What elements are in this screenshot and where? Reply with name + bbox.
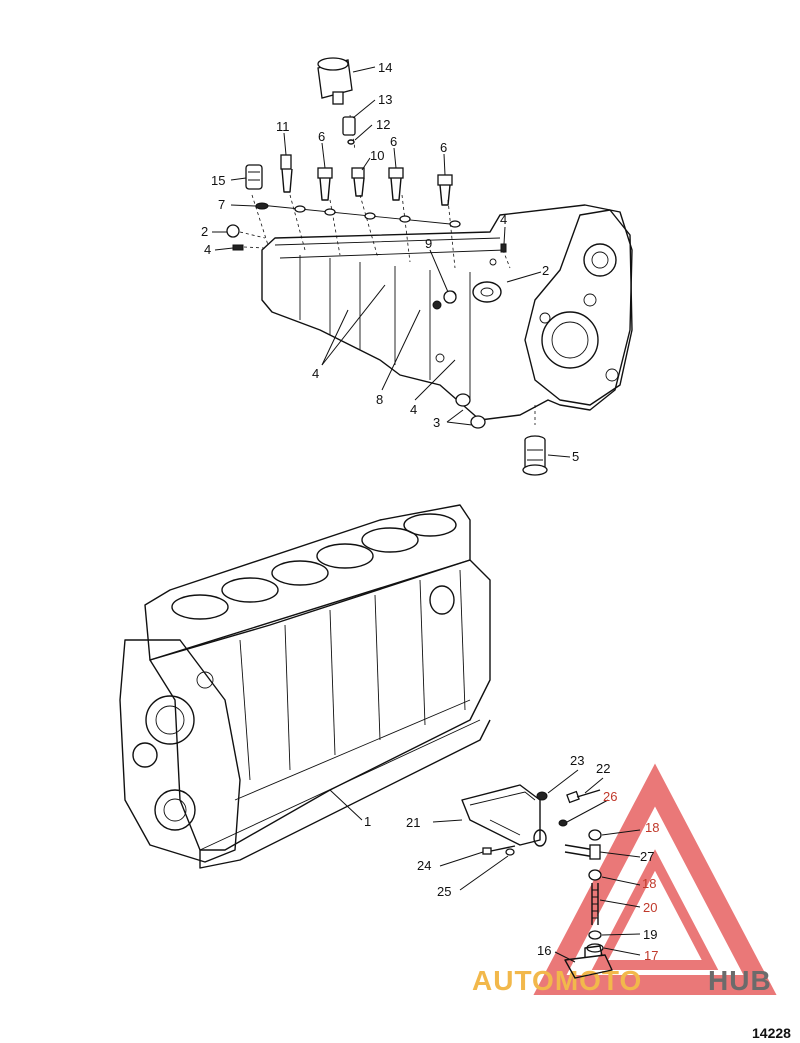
callout-4-lower-left: 4 <box>312 366 319 381</box>
plug-4-left <box>232 244 266 251</box>
watermark-triangle-logo <box>533 763 777 995</box>
callout-5: 5 <box>572 449 579 464</box>
block-side-ribs <box>239 569 466 781</box>
filter-adapter-5 <box>522 435 548 476</box>
fitting-9 <box>443 290 457 304</box>
sender-15 <box>245 164 263 190</box>
sensor-6b <box>388 167 404 201</box>
callout-17: 17 <box>644 948 658 963</box>
callout-21: 21 <box>406 815 420 830</box>
callout-15: 15 <box>211 173 225 188</box>
callout-14: 14 <box>378 60 392 75</box>
callout-4-lower: 4 <box>410 402 417 417</box>
bolt-22 <box>566 789 601 804</box>
callout-11: 11 <box>276 119 290 134</box>
callout-18b: 18 <box>642 876 656 891</box>
callout-13: 13 <box>378 92 392 107</box>
engine-block <box>119 504 491 869</box>
callout-12: 12 <box>376 117 390 132</box>
nut-23 <box>536 791 548 801</box>
callout-3: 3 <box>433 415 440 430</box>
callout-16: 16 <box>537 943 551 958</box>
callout-6c: 6 <box>440 140 447 155</box>
spacer-27 <box>564 844 601 860</box>
stud-20 <box>591 883 599 925</box>
block-end-face <box>119 639 241 863</box>
callout-10: 10 <box>370 148 384 163</box>
gear-housing <box>524 209 633 406</box>
upper-block-assembly <box>226 57 633 476</box>
callout-9: 9 <box>425 236 432 251</box>
washer-alignment-line <box>259 204 461 226</box>
callout-23: 23 <box>570 753 584 768</box>
callout-2-right: 2 <box>542 263 549 278</box>
callout-4-left: 4 <box>204 242 211 257</box>
callout-4-right: 4 <box>500 212 507 227</box>
cylinder-bores <box>171 513 457 620</box>
block-ribs <box>299 255 471 400</box>
engine-mount-assembly <box>461 784 613 979</box>
nut-18b <box>588 869 602 881</box>
callout-20: 20 <box>643 900 657 915</box>
callout-27: 27 <box>640 849 654 864</box>
watermark: AUTOMOTO HUB <box>472 763 777 996</box>
callout-6a: 6 <box>318 129 325 144</box>
sensor-6a <box>317 167 333 201</box>
washer-19 <box>588 930 602 940</box>
washer-26 <box>558 819 568 827</box>
callout-19: 19 <box>643 927 657 942</box>
plug-2-left <box>226 224 266 239</box>
callout-25: 25 <box>437 884 451 899</box>
document-number: 14228 <box>752 1025 791 1041</box>
watermark-brand-b: HUB <box>708 965 772 996</box>
watermark-brand-a: AUTOMOTO <box>472 965 642 996</box>
callout-2-left: 2 <box>201 224 208 239</box>
plug-4-right <box>500 243 507 253</box>
block-side-view <box>261 204 633 421</box>
o-ring-12 <box>347 139 355 145</box>
nut-18a <box>588 829 602 841</box>
callout-7: 7 <box>218 197 225 212</box>
callout-26: 26 <box>603 789 617 804</box>
plugs-3 <box>455 393 486 429</box>
sensor-11 <box>280 154 293 193</box>
callout-1: 1 <box>364 814 371 829</box>
sender-14 <box>317 57 353 105</box>
mount-foot-16 <box>564 945 613 979</box>
callout-6b: 6 <box>390 134 397 149</box>
callout-24: 24 <box>417 858 431 873</box>
mount-bracket-21 <box>461 784 547 847</box>
bolt-24 <box>482 845 516 855</box>
adapter-13 <box>342 116 356 136</box>
sensor-6c <box>437 174 453 206</box>
washer-25 <box>505 848 515 856</box>
callout-18a: 18 <box>645 820 659 835</box>
leader-lines <box>212 66 641 963</box>
fitting-insertion-lines <box>251 114 536 425</box>
callout-labels: 14 13 12 10 11 6 6 6 15 7 2 4 4 2 9 4 8 … <box>201 60 659 963</box>
callout-22: 22 <box>596 761 610 776</box>
callout-8: 8 <box>376 392 383 407</box>
sensor-10 <box>351 167 365 197</box>
